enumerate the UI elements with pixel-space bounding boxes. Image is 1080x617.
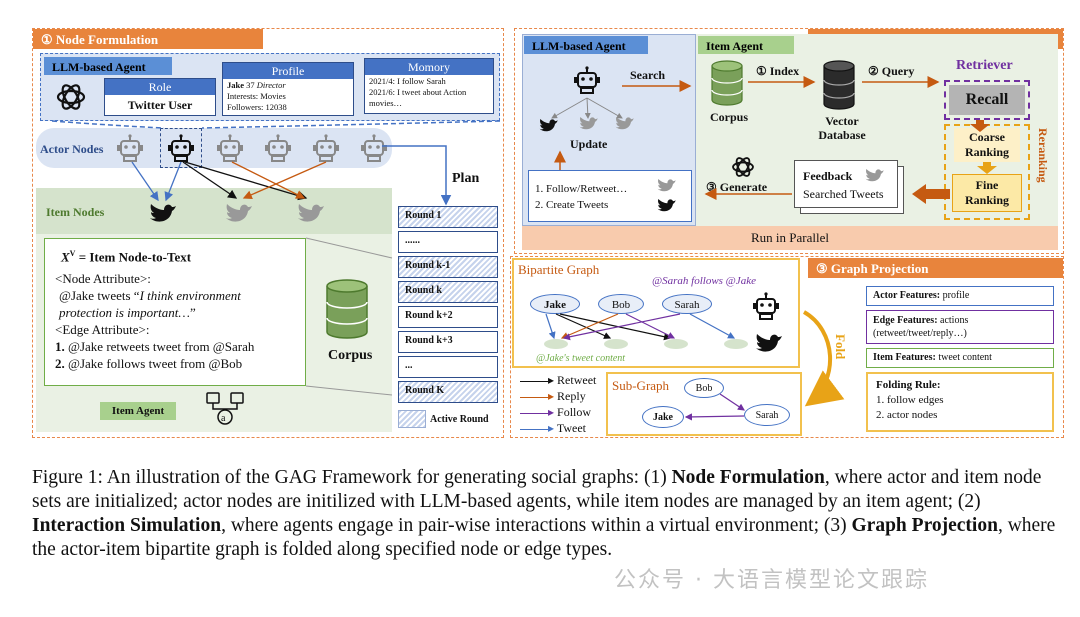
edge-attribute-1: 1. @Jake retweets tweet from @Sarah	[55, 339, 255, 355]
sarah-follows-label: @Sarah follows @Jake	[652, 275, 756, 287]
graph-projection-title: ③ Graph Projection	[808, 258, 1063, 278]
node-jake: Jake	[530, 294, 580, 314]
profile-age: 37	[246, 80, 255, 90]
item-agent-badge: Item Agent	[100, 402, 176, 420]
search-label: Search	[630, 68, 666, 82]
legend-retweet: ▸ Retweet	[520, 372, 610, 388]
sim-item-agent-title: Item Agent	[698, 36, 794, 54]
index-label: ① Index	[756, 64, 800, 78]
vector-db-icon	[823, 60, 855, 110]
edge-legend: ▸ Retweet ▸ Reply ▸ Follow ▸ Tweet	[520, 372, 610, 436]
memory-line-2: 2021/6: I tweet about Action	[369, 87, 467, 97]
active-round-swatch	[398, 410, 426, 428]
generate-label: ③ Generate	[706, 180, 768, 194]
round-item: Round k	[398, 281, 498, 303]
edge-features-box: Edge Features: actions (retweet/tweet/re…	[866, 310, 1054, 344]
llm-agent-title: LLM-based Agent	[44, 57, 172, 75]
feedback-card: Feedback Searched Tweets	[794, 160, 898, 208]
sub-graph-title: Sub-Graph	[612, 378, 670, 393]
edge-attribute-2: 2. @Jake follows tweet from @Bob	[55, 356, 243, 372]
profile-name: Jake	[227, 80, 244, 90]
node-attribute-value: @Jake tweets “I think environment protec…	[59, 288, 241, 321]
query-label: ② Query	[868, 64, 915, 78]
graph-projection-panel	[510, 256, 1064, 438]
item-nodes-label: Item Nodes	[46, 205, 105, 219]
edge-attribute-label: <Edge Attribute>:	[55, 322, 150, 338]
memory-line-1: 2021/4: I follow Sarah	[369, 76, 446, 86]
round-item: Round k-1	[398, 256, 498, 278]
openai-icon	[56, 84, 86, 110]
folding-rule-1: 1. follow edges	[876, 394, 944, 406]
legend-reply: ▸ Reply	[520, 388, 610, 404]
bipartite-graph-title: Bipartite Graph	[518, 262, 600, 277]
sub-node-bob: Bob	[684, 378, 724, 398]
searched-tweets-label: Searched Tweets	[803, 187, 884, 201]
round-item: Round k+2	[398, 306, 498, 328]
actor-features-box: Actor Features: profile	[866, 286, 1054, 306]
recall-box: Recall	[944, 80, 1030, 120]
node-sarah: Sarah	[662, 294, 712, 314]
profile-header: Profile	[223, 63, 353, 79]
update-label: Update	[570, 137, 608, 151]
profile-box: Profile Jake 37 Director Interests: Movi…	[222, 62, 354, 116]
role-header: Role	[105, 79, 215, 95]
active-round-label: Active Round	[430, 414, 489, 425]
reranking-label: Reranking	[1036, 128, 1050, 183]
corpus-label: Corpus	[328, 348, 373, 363]
node-to-text-title: XV = Item Node-to-Text	[61, 249, 192, 265]
jake-content-label: @Jake's tweet content	[536, 353, 626, 364]
chatgpt-generate-icon	[732, 157, 754, 177]
round-item: ...	[398, 356, 498, 378]
sim-corpus-label: Corpus	[710, 110, 749, 124]
node-formulation-title: ① Node Formulation	[33, 29, 263, 49]
legend-tweet: ▸ Tweet	[520, 420, 610, 436]
database-icon	[326, 279, 368, 339]
round-item: Round k+3	[398, 331, 498, 353]
sim-llm-agent-title: LLM-based Agent	[524, 36, 648, 54]
folding-rule-title: Folding Rule:	[876, 379, 941, 391]
figure-caption: Figure 1: An illustration of the GAG Fra…	[32, 467, 1056, 560]
profile-interests: Interests: Movies	[227, 91, 286, 101]
fold-label: Fold	[833, 334, 848, 360]
legend-follow: ▸ Follow	[520, 404, 610, 420]
node-formulation-panel	[32, 28, 504, 438]
rounds-stack: Round 1 ...... Round k-1 Round k Round k…	[398, 206, 498, 403]
node-to-text-box: XV = Item Node-to-Text <Node Attribute>:…	[44, 238, 306, 386]
memory-line-3: movies…	[369, 98, 403, 108]
node-bob: Bob	[598, 294, 644, 314]
active-actor-highlight	[160, 128, 202, 168]
round-item: Round 1	[398, 206, 498, 228]
interaction-simulation-panel	[514, 28, 1064, 254]
feedback-label: Feedback	[803, 169, 853, 183]
plan-label: Plan	[452, 171, 480, 186]
corpus-db-icon	[711, 60, 743, 106]
action-item-1: 1. Follow/Retweet…	[535, 183, 628, 195]
action-list-box: 1. Follow/Retweet… 2. Create Tweets	[528, 170, 692, 222]
role-box: Role Twitter User	[104, 78, 216, 116]
item-agent-icon: a	[206, 392, 244, 425]
action-item-2: 2. Create Tweets	[535, 199, 609, 211]
memory-header: Momory	[365, 59, 493, 75]
role-value: Twitter User	[127, 98, 193, 112]
svg-text:a: a	[221, 413, 226, 424]
profile-followers: Followers: 12038	[227, 102, 287, 112]
sub-node-jake: Jake	[642, 406, 684, 428]
profile-job: Director	[256, 80, 286, 90]
actor-nodes-label: Actor Nodes	[40, 142, 104, 156]
round-item: ......	[398, 231, 498, 253]
item-features-box: Item Features: tweet content	[866, 348, 1054, 368]
run-in-parallel-bar: Run in Parallel	[522, 226, 1058, 250]
sub-node-sarah: Sarah	[744, 404, 790, 426]
folding-rule-box: Folding Rule: 1. follow edges 2. actor n…	[866, 372, 1054, 432]
node-attribute-label: <Node Attribute>:	[55, 271, 151, 287]
retriever-label: Retriever	[956, 58, 1013, 73]
memory-box: Momory 2021/4: I follow Sarah 2021/6: I …	[364, 58, 494, 114]
round-item: Round K	[398, 381, 498, 403]
folding-rule-2: 2. actor nodes	[876, 409, 938, 421]
watermark: 公众号 · 大语言模型论文跟踪	[614, 568, 929, 593]
recall-label: Recall	[949, 85, 1025, 115]
